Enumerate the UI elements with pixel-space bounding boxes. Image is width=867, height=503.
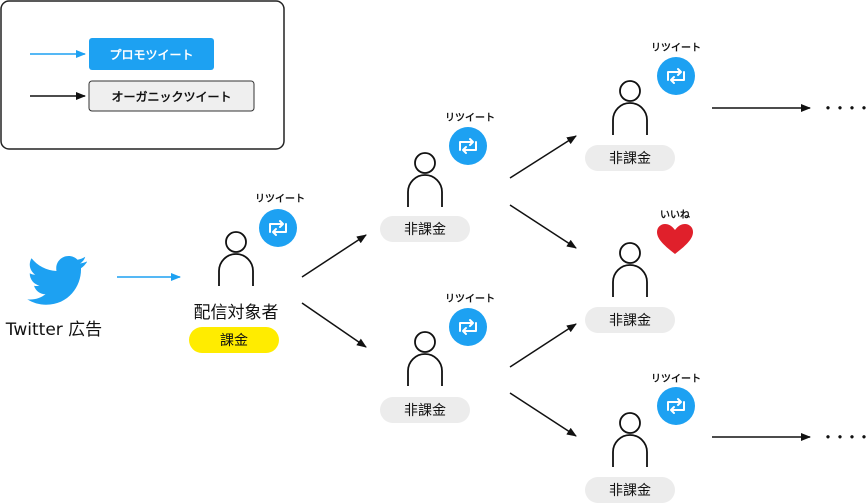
action-label: リツイート [445, 293, 495, 305]
badge-pill [380, 397, 470, 423]
twitter-source: Twitter 広告 [5, 256, 102, 340]
person-icon [218, 231, 254, 286]
continuation-dots: ・・・・・ [820, 99, 867, 118]
tier3-user-2: 非課金 いいね [585, 209, 693, 333]
heart-icon [657, 224, 693, 254]
organic-arrow [509, 204, 577, 249]
badge-pill [380, 216, 470, 242]
badge-label: 非課金 [404, 222, 446, 238]
person-icon [612, 80, 648, 135]
organic-arrow [509, 135, 577, 179]
person-icon [407, 331, 443, 386]
tier3-user-1: 非課金 リツイート ・・・・・ [585, 42, 867, 171]
target-name: 配信対象者 [194, 303, 279, 323]
retweet-icon [657, 57, 695, 95]
legend-promo-label: プロモツイート [109, 47, 193, 62]
badge-label: 非課金 [609, 483, 651, 499]
badge-label: 非課金 [404, 403, 446, 419]
action-label: いいね [660, 209, 690, 221]
action-label: リツイート [445, 112, 495, 124]
retweet-icon [449, 127, 487, 165]
organic-arrow [509, 323, 577, 368]
legend-promo-box [89, 38, 214, 70]
organic-arrow [301, 234, 367, 278]
person-icon [612, 412, 648, 467]
twitter-bird-icon [27, 256, 87, 305]
tier2-user-2: 非課金 リツイート [380, 293, 495, 423]
tier2-user-1: 非課金 リツイート [380, 112, 495, 242]
source-label: Twitter 広告 [5, 320, 102, 340]
target-user: 配信対象者 課金 リツイート [189, 193, 305, 353]
retweet-icon [259, 209, 297, 247]
organic-arrow [509, 392, 577, 437]
badge-pill [585, 477, 675, 503]
target-action-label: リツイート [255, 193, 305, 205]
legend-organic-label: オーガニックツイート [111, 89, 231, 104]
badge-label: 非課金 [609, 313, 651, 329]
continuation-dots: ・・・・・ [820, 428, 867, 447]
organic-arrow [301, 302, 367, 348]
legend: プロモツイート オーガニックツイート [0, 0, 285, 150]
legend-organic-box [88, 80, 255, 112]
tier3-user-4: 非課金 リツイート ・・・・・ [585, 373, 867, 503]
badge-pill [585, 307, 675, 333]
target-badge [189, 327, 279, 353]
retweet-icon [657, 387, 695, 425]
person-icon [407, 152, 443, 207]
action-label: リツイート [651, 373, 701, 385]
action-label: リツイート [651, 42, 701, 54]
retweet-icon [449, 308, 487, 346]
target-badge-label: 課金 [220, 333, 248, 349]
badge-label: 非課金 [609, 151, 651, 167]
legend-frame [0, 0, 285, 150]
person-icon [612, 242, 648, 297]
badge-pill [585, 145, 675, 171]
